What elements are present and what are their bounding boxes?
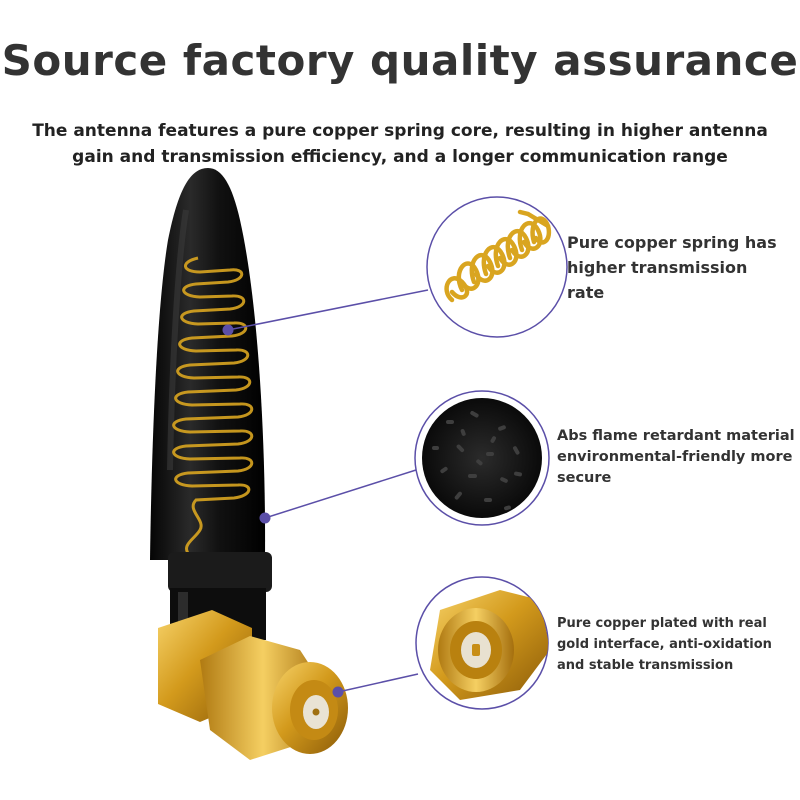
callout-material-text: Abs flame retardant material environment… (557, 428, 795, 486)
page-subtitle: The antenna features a pure copper sprin… (32, 121, 768, 167)
sma-connector-icon (415, 576, 549, 710)
antenna-spring (172, 256, 254, 558)
callout-dots (222, 324, 344, 698)
page-title: Source factory quality assurance (1, 36, 799, 85)
callout-lines (227, 289, 429, 693)
abs-pellets-icon (414, 390, 550, 526)
callout-connector-text: Pure copper plated with real gold interf… (557, 616, 772, 673)
copper-spring-icon (426, 196, 568, 338)
callout-spring-text: Pure copper spring has higher transmissi… (567, 233, 777, 302)
antenna-sma-connector (158, 610, 348, 760)
